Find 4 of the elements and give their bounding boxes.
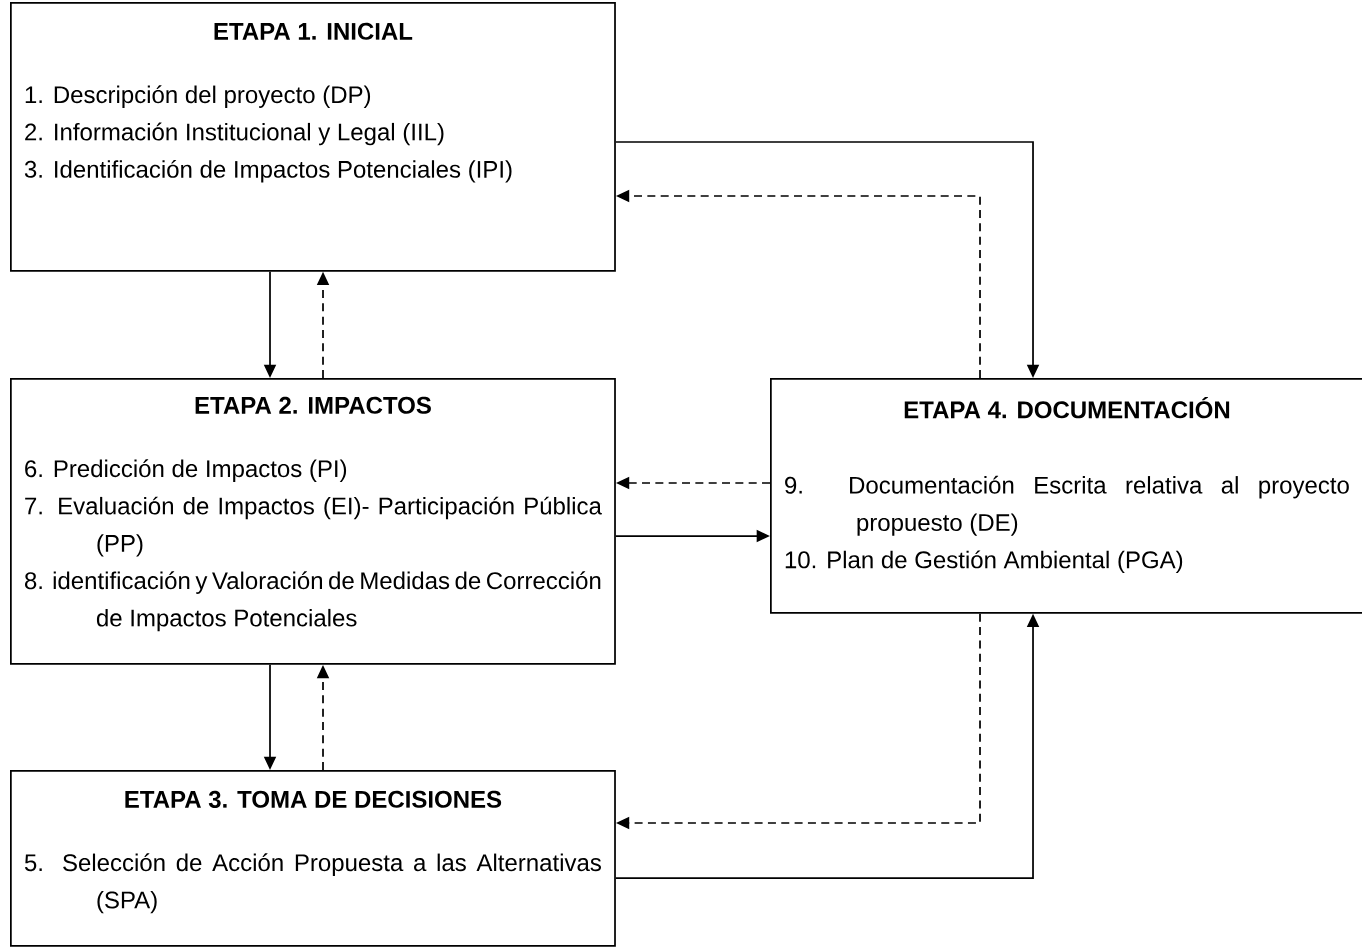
- stage-box: ETAPA 2. IMPACTOS 6. Predicción de Impactos (PI) 7. Evaluación de Impactos (EI)- Participación Pública (PP) 8. identificación y Valoración de Medidas de Corrección de Impactos Potenciales: [10, 378, 616, 665]
- stage-box: ETAPA 1. INICIAL 1. Descripción del proyecto (DP) 2. Información Institucional y Legal (IIL) 3. Identificación de Impactos Potenciales (IPI): [10, 2, 616, 272]
- stage-box: ETAPA 3. TOMA DE DECISIONES 5. Selección de Acción Propuesta a las Alternativas (SPA): [10, 770, 616, 947]
- stage-box: ETAPA 4. DOCUMENTACIÓN 9. Documentación Escrita relativa al proyecto propuesto (DE) 10. Plan de Gestión Ambiental (PGA): [770, 378, 1362, 614]
